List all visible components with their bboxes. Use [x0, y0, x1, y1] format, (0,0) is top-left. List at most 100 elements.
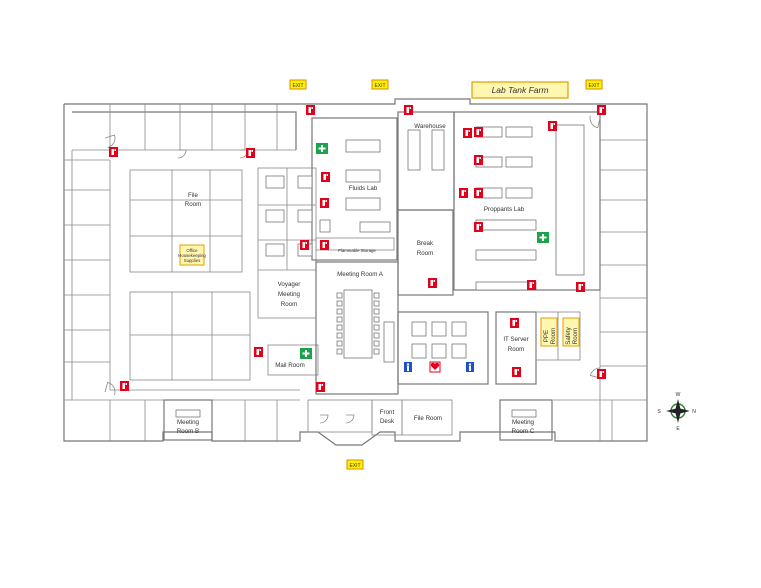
meeting-table: [511, 409, 537, 418]
door-swing: [319, 414, 329, 424]
chair: [336, 324, 343, 331]
fire-extinguisher-icon: [254, 347, 263, 357]
door-swing: [104, 381, 116, 396]
chair: [336, 340, 343, 347]
front-desk-label: Front: [380, 409, 395, 416]
lobby: [307, 399, 373, 433]
supplies-label: Supplies: [184, 258, 200, 263]
fire-extinguisher-icon: [320, 240, 329, 250]
fire-extinguisher-icon: [474, 155, 483, 165]
door-swing: [589, 367, 601, 379]
fire-extinguisher-icon: [459, 188, 468, 198]
supplies-label: Office: [186, 248, 198, 253]
fire-extinguisher-icon: [306, 105, 315, 115]
mail-room: [267, 344, 319, 376]
aed-icon: [429, 361, 441, 373]
lab-bench: [475, 249, 537, 261]
meeting-room-a-label: Meeting Room A: [337, 271, 384, 278]
exit-label: EXIT: [374, 83, 385, 89]
fire-extinguisher-icon: [527, 280, 536, 290]
meeting-room-b: [163, 399, 213, 441]
chair: [336, 332, 343, 339]
chair: [373, 332, 380, 339]
conference-table: [343, 289, 373, 359]
lab-bench: [265, 209, 285, 223]
mail-room-label: Mail Room: [275, 362, 305, 369]
fluids-lab: [311, 117, 398, 261]
door-swing: [589, 115, 601, 129]
lab-bench: [505, 126, 533, 138]
break-room-label: Room: [417, 250, 434, 257]
fire-extinguisher-icon: [474, 222, 483, 232]
flammable-storage: [315, 237, 395, 251]
safety-room-label-box: [562, 317, 580, 347]
fluids-lab-label: Fluids Lab: [349, 185, 378, 192]
meeting-room-b-label: Room B: [177, 428, 199, 435]
file-room-bottom-label: File Room: [414, 415, 442, 422]
fire-extinguisher-icon: [320, 198, 329, 208]
compass-e-label: E: [676, 426, 680, 432]
stall: [411, 321, 427, 337]
file-room-block: [129, 169, 243, 273]
lab-bench: [505, 156, 533, 168]
fire-extinguisher-icon: [404, 105, 413, 115]
compass-s-label: S: [657, 409, 661, 415]
exit-sign-icon: [585, 79, 603, 90]
fire-extinguisher-icon: [300, 240, 309, 250]
fire-extinguisher-icon: [474, 188, 483, 198]
lab-bench: [383, 321, 395, 363]
chair: [373, 308, 380, 315]
fire-extinguisher-icon: [463, 128, 472, 138]
file-room-label: Room: [185, 201, 202, 208]
fire-extinguisher-icon: [474, 127, 483, 137]
fire-extinguisher-icon: [597, 369, 606, 379]
stall: [451, 343, 467, 359]
it-server-room-label: IT Server: [503, 336, 528, 343]
safety-room-label: Safety: [565, 326, 572, 344]
lab-bench: [407, 129, 421, 171]
exit-sign-icon: [346, 459, 364, 470]
break-room-label: Break: [417, 240, 434, 247]
file-room-bottom: [401, 399, 453, 436]
fire-extinguisher-icon: [246, 148, 255, 158]
lab-bench: [345, 169, 381, 183]
door-swing: [345, 414, 355, 424]
fire-extinguisher-icon: [576, 282, 585, 292]
fire-extinguisher-icon: [109, 147, 118, 157]
meeting-room-c-label: Room C: [512, 428, 535, 435]
compass-w-label: W: [676, 392, 681, 398]
exit-label: EXIT: [588, 83, 599, 89]
restroom-core: [397, 311, 489, 385]
meeting-table: [175, 409, 201, 418]
lab-tank-farm-box: [471, 81, 569, 99]
restroom-icon: [466, 362, 474, 372]
stall: [431, 321, 447, 337]
stall: [451, 321, 467, 337]
lab-bench: [431, 129, 445, 171]
chair: [373, 324, 380, 331]
first-aid-icon: [300, 348, 312, 359]
chair: [373, 340, 380, 347]
supplies-box: [179, 244, 205, 266]
ppe-room-label: Room: [550, 328, 557, 345]
lab-bench: [475, 219, 537, 231]
fire-extinguisher-icon: [321, 172, 330, 182]
fire-extinguisher-icon: [512, 367, 521, 377]
lab-tank-farm-label: Lab Tank Farm: [492, 85, 549, 95]
voyager-meeting-room-label: Room: [281, 301, 298, 308]
exit-sign-icon: [371, 79, 389, 90]
ppe-room-label-box: [540, 317, 558, 347]
voyager-meeting-room-label: Meeting: [278, 291, 301, 298]
stall: [431, 343, 447, 359]
fire-extinguisher-icon: [428, 278, 437, 288]
fire-extinguisher-icon: [316, 382, 325, 392]
ppe-room-label: PPE: [543, 330, 550, 342]
file-room-label: File: [188, 192, 199, 199]
first-aid-icon: [316, 143, 328, 154]
safety-room-label: Room: [572, 328, 579, 345]
lab-bench: [555, 124, 585, 276]
